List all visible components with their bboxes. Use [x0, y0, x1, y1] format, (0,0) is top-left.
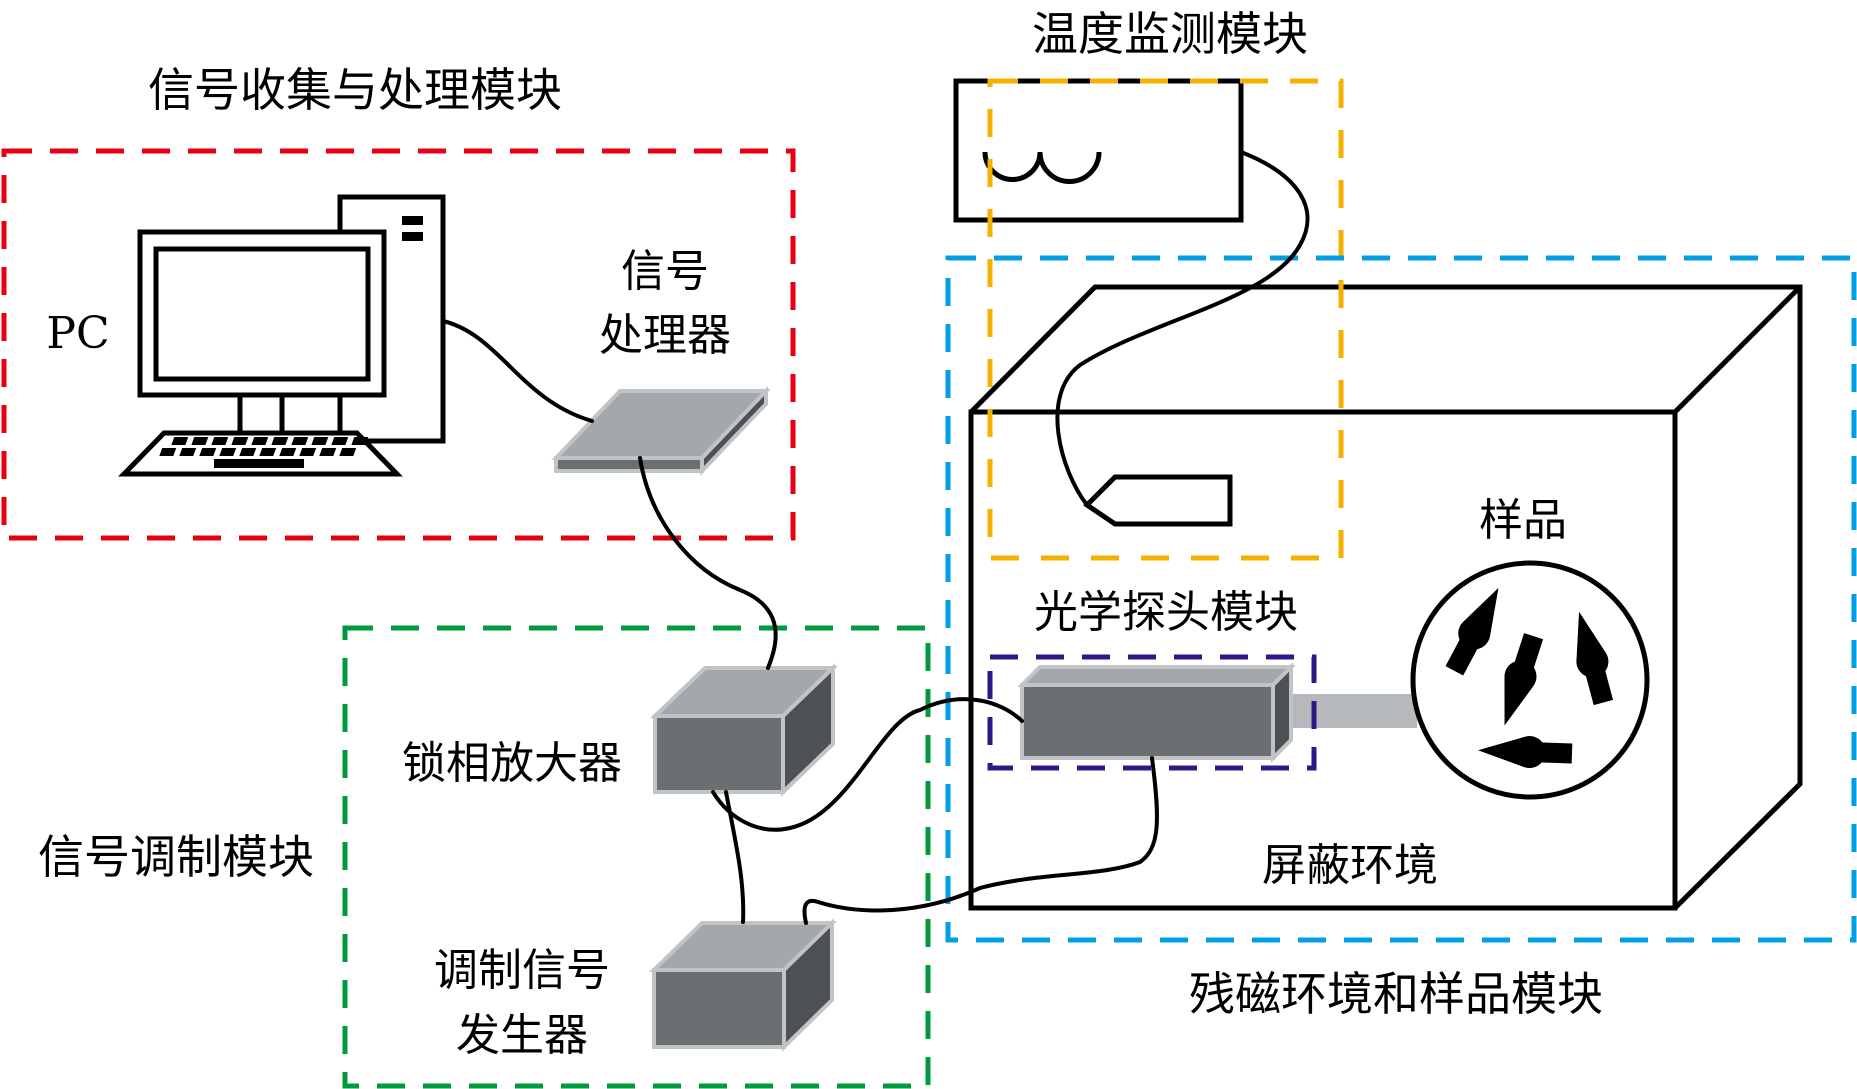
signal-processor-side [700, 386, 768, 476]
magnetic-needle-icon [1445, 587, 1499, 676]
optical-probe-top [1017, 665, 1296, 687]
pc-keyboard-key [279, 448, 297, 456]
signal-modulation-module: 信号调制模块 锁相放大器 调制信号 发生器 [38, 625, 931, 1089]
pc-keyboard-key [199, 448, 217, 456]
signal-generator-side [782, 918, 834, 1052]
lockin-amplifier-label: 锁相放大器 [402, 738, 622, 789]
signal-modulation-module-title: 信号调制模块 [38, 830, 314, 884]
temperature-module-boundary [987, 78, 1344, 561]
optical-probe-module-title: 光学探头模块 [1034, 587, 1298, 638]
sample-label: 样品 [1479, 495, 1567, 546]
cables [441, 150, 1310, 925]
temperature-module-title: 温度监测模块 [1032, 7, 1308, 61]
cable-processor-to-lockin [638, 456, 778, 670]
signal-collection-module-title: 信号收集与处理模块 [148, 63, 562, 117]
pc-keyboard-key [211, 437, 229, 445]
pc-keyboard-spacebar [214, 459, 304, 468]
signal-collection-module-boundary [1, 148, 796, 541]
signal-generator-label-line2: 发生器 [456, 1010, 588, 1061]
pc-keyboard-key [219, 448, 237, 456]
signal-modulation-module-boundary [342, 625, 931, 1089]
cable-lockin-to-generator [724, 790, 746, 924]
signal-processor-label-line2: 处理器 [599, 310, 731, 361]
pc-keyboard-key [351, 437, 369, 445]
pc-keyboard-key [299, 448, 317, 456]
cable-lockin-to-probe [711, 697, 1024, 832]
temperature-probe [1083, 474, 1233, 527]
pc-keyboard-key [319, 448, 337, 456]
shielding-enclosure-edge [1673, 285, 1802, 414]
shielding-enclosure-front [968, 409, 1678, 911]
optical-probe-side [1271, 662, 1293, 763]
pc-keyboard-key [191, 437, 209, 445]
remanence-sample-module-title: 残磁环境和样品模块 [1189, 967, 1603, 1021]
optical-probe-module: 光学探头模块 [987, 587, 1417, 771]
signal-generator-front [652, 968, 786, 1049]
signal-processor-device [551, 386, 771, 476]
signal-processor-front [554, 456, 704, 473]
pc-keyboard-key [231, 437, 249, 445]
signal-generator-device [649, 918, 837, 1052]
optical-probe-device [1017, 662, 1296, 763]
pc-keyboard-key [331, 437, 349, 445]
pc-drive-slot [402, 232, 423, 241]
optical-probe-rod [1289, 694, 1417, 728]
shielding-enclosure: 屏蔽环境 [968, 284, 1803, 911]
pc-keyboard-key [251, 437, 269, 445]
pc-keyboard-key [179, 448, 197, 456]
pc-keyboard-keys [159, 437, 369, 456]
pc-keyboard-key [271, 437, 289, 445]
signal-processor-label-line1: 信号 [621, 246, 709, 297]
pc-keyboard-key [159, 448, 177, 456]
pc-computer-icon [118, 194, 446, 477]
temperature-module: 温度监测模块 [953, 7, 1344, 561]
temperature-meter [953, 78, 1244, 223]
shielding-environment-label: 屏蔽环境 [1262, 840, 1438, 891]
magnetic-needle-icon [1504, 633, 1544, 726]
pc-keyboard-key [239, 448, 257, 456]
pc-monitor-stand [279, 392, 343, 436]
lockin-amplifier-front [653, 714, 785, 794]
lockin-amplifier-device [650, 663, 838, 797]
pc-drive-slot [402, 216, 423, 225]
pc-label: PC [46, 308, 109, 359]
pc-keyboard-key [291, 437, 309, 445]
pc-keyboard-key [171, 437, 189, 445]
cable-pc-to-processor [441, 319, 594, 423]
sample: 样品 [1410, 495, 1650, 800]
lockin-amplifier-side [781, 663, 835, 797]
optical-probe-front [1020, 683, 1275, 760]
optical-probe-module-boundary [987, 654, 1317, 771]
cable-generator-to-probe [802, 756, 1159, 925]
cable-temperature-meter-to-probe [1055, 150, 1310, 507]
pc-screen [153, 246, 371, 382]
signal-collection-module: 信号收集与处理模块 PC 信号 处理器 [1, 63, 796, 541]
remanence-sample-module-boundary [945, 255, 1857, 943]
pc-keyboard-key [311, 437, 329, 445]
pc-keyboard-key [339, 448, 357, 456]
signal-generator-label-line1: 调制信号 [434, 945, 610, 996]
magnetic-needle-icon [1478, 736, 1573, 769]
pc-keyboard-key [259, 448, 277, 456]
temperature-sensor-coil-icon [982, 151, 1102, 184]
pc-monitor-stand [237, 392, 285, 436]
